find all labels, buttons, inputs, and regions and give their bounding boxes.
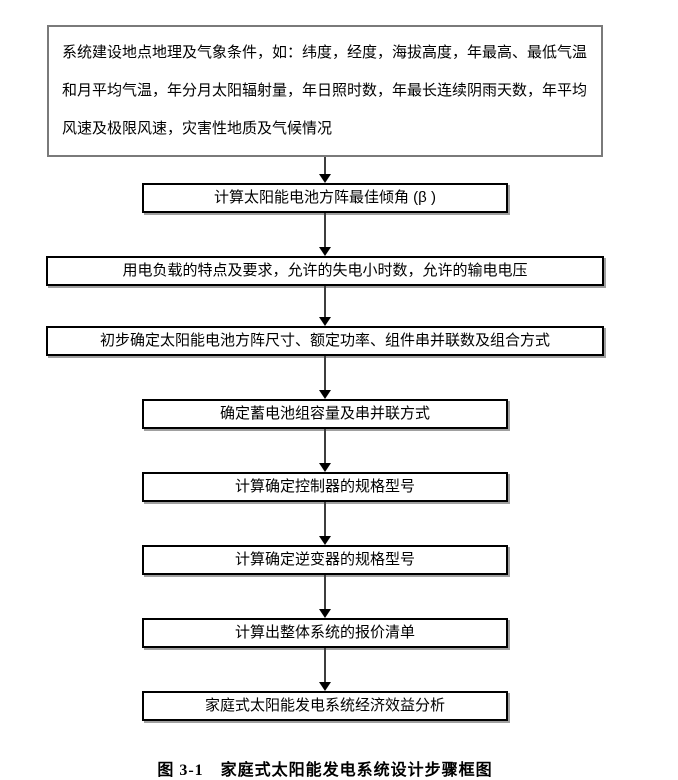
arrow-head-icon xyxy=(319,390,331,399)
arrow-head-icon xyxy=(319,536,331,545)
flow-node-label: 计算确定逆变器的规格型号 xyxy=(234,551,415,568)
flow-arrow-down xyxy=(318,286,332,326)
flow-node-optimal-tilt: 计算太阳能电池方阵最佳倾角 (β ) xyxy=(142,183,508,213)
arrow-line xyxy=(324,157,326,174)
flow-arrow-down xyxy=(318,502,332,545)
flow-node-battery-capacity: 确定蓄电池组容量及串并联方式 xyxy=(142,399,508,429)
arrow-line xyxy=(324,213,326,247)
figure-caption: 图 3-1 家庭式太阳能发电系统设计步骤框图 xyxy=(157,762,493,779)
flow-node-economic-analysis: 家庭式太阳能发电系统经济效益分析 xyxy=(142,691,508,721)
arrow-head-icon xyxy=(319,682,331,691)
arrow-line xyxy=(324,356,326,390)
arrow-head-icon xyxy=(319,463,331,472)
flowchart: 系统建设地点地理及气象条件，如：纬度，经度，海拔高度，年最高、最低气温和月平均气… xyxy=(45,25,605,780)
arrow-line xyxy=(324,286,326,317)
flow-node-array-sizing: 初步确定太阳能电池方阵尺寸、额定功率、组件串并联数及组合方式 xyxy=(46,326,604,356)
arrow-line xyxy=(324,429,326,463)
flow-node-controller-spec: 计算确定控制器的规格型号 xyxy=(142,472,508,502)
flow-arrow-down xyxy=(318,575,332,618)
flow-node-site-conditions: 系统建设地点地理及气象条件，如：纬度，经度，海拔高度，年最高、最低气温和月平均气… xyxy=(47,25,603,157)
flow-node-label: 计算太阳能电池方阵最佳倾角 (β ) xyxy=(214,189,436,206)
arrow-head-icon xyxy=(319,174,331,183)
flow-arrow-down xyxy=(318,648,332,691)
flow-node-label: 计算确定控制器的规格型号 xyxy=(234,478,415,495)
flow-node-label: 用电负载的特点及要求，允许的失电小时数，允许的输电电压 xyxy=(122,262,528,279)
flow-arrow-down xyxy=(318,429,332,472)
arrow-line xyxy=(324,648,326,682)
arrow-line xyxy=(324,502,326,536)
flow-arrow-down xyxy=(318,356,332,399)
arrow-head-icon xyxy=(319,317,331,326)
arrow-head-icon xyxy=(319,609,331,618)
flow-node-label: 初步确定太阳能电池方阵尺寸、额定功率、组件串并联数及组合方式 xyxy=(99,332,550,349)
flow-node-label: 家庭式太阳能发电系统经济效益分析 xyxy=(204,697,445,714)
arrow-line xyxy=(324,575,326,609)
arrow-head-icon xyxy=(319,247,331,256)
flow-node-load-requirements: 用电负载的特点及要求，允许的失电小时数，允许的输电电压 xyxy=(46,256,604,286)
flow-node-inverter-spec: 计算确定逆变器的规格型号 xyxy=(142,545,508,575)
flow-arrow-down xyxy=(318,157,332,183)
flow-node-label: 计算出整体系统的报价清单 xyxy=(234,624,415,641)
flow-node-label: 确定蓄电池组容量及串并联方式 xyxy=(219,405,430,422)
flow-node-label: 系统建设地点地理及气象条件，如：纬度，经度，海拔高度，年最高、最低气温和月平均气… xyxy=(62,44,588,137)
flow-arrow-down xyxy=(318,213,332,256)
flow-node-system-quotation: 计算出整体系统的报价清单 xyxy=(142,618,508,648)
